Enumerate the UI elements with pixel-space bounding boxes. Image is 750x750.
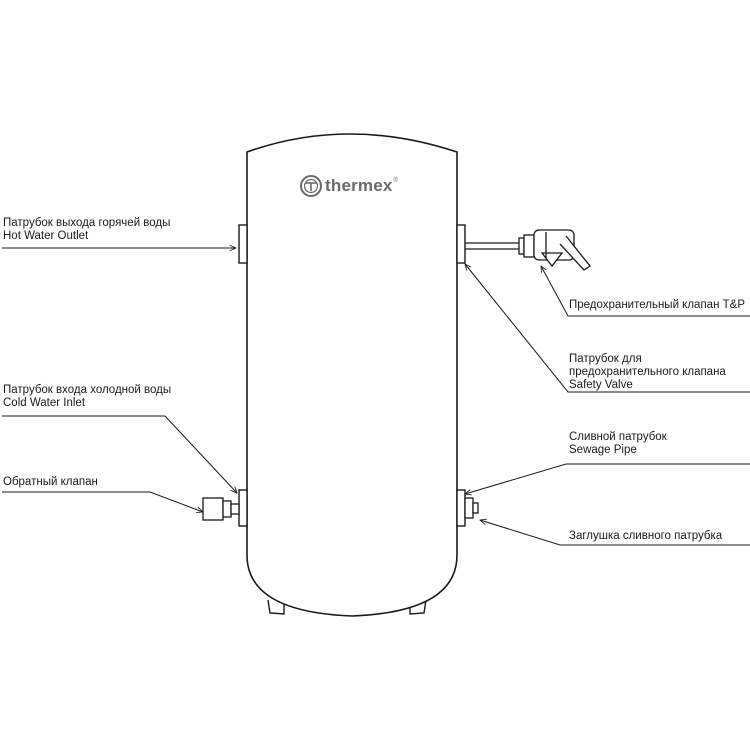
thermex-logo-icon	[300, 175, 322, 197]
safety-valve-pipe	[456, 224, 466, 264]
label-sewage-pipe-ru: Сливной патрубок	[569, 431, 667, 443]
label-sewage-plug: Заглушка сливного патрубка	[569, 530, 722, 543]
label-check-valve: Обратный клапан	[3, 476, 98, 489]
leader-sewage-plug	[480, 520, 750, 546]
label-safety-valve-pipe: Патрубок для предохранительного клапана …	[569, 353, 726, 392]
hot-water-outlet-pipe	[238, 224, 248, 264]
label-safety-valve-ru-2: предохранительного клапана	[569, 366, 726, 378]
label-cold-water-inlet-en: Cold Water Inlet	[3, 397, 86, 409]
sewage-plug-icon	[464, 497, 479, 519]
label-hot-water-outlet: Патрубок выхода горячей воды Hot Water O…	[3, 217, 170, 243]
label-tp-valve: Предохранительный клапан T&P	[569, 299, 745, 312]
label-sewage-pipe: Сливной патрубок Sewage Pipe	[569, 431, 667, 457]
label-safety-valve-ru-1: Патрубок для	[569, 353, 642, 365]
leader-tp-valve	[541, 266, 750, 317]
cold-water-inlet-pipe	[238, 489, 248, 527]
label-sewage-plug-ru: Заглушка сливного патрубка	[569, 530, 723, 542]
leader-sewage-pipe	[465, 463, 750, 494]
label-hot-water-outlet-ru: Патрубок выхода горячей воды	[3, 217, 171, 229]
leader-cold-water-inlet	[2, 415, 237, 493]
tp-valve-icon	[465, 229, 591, 271]
leader-safety-valve	[465, 264, 750, 393]
label-sewage-pipe-en: Sewage Pipe	[569, 444, 637, 456]
label-safety-valve-en: Safety Valve	[569, 379, 633, 391]
check-valve-icon	[202, 497, 240, 521]
tank-body	[246, 133, 458, 617]
label-tp-valve-ru: Предохранительный клапан T&P	[569, 299, 745, 311]
brand-registered-mark: ®	[393, 178, 398, 184]
brand-logo: thermex ®	[300, 175, 398, 197]
label-cold-water-inlet-ru: Патрубок входа холодной воды	[3, 384, 172, 396]
label-check-valve-ru: Обратный клапан	[3, 476, 98, 488]
brand-name: thermex	[325, 176, 393, 195]
sewage-pipe	[456, 489, 466, 527]
label-hot-water-outlet-en: Hot Water Outlet	[3, 230, 89, 242]
leader-check-valve	[2, 491, 203, 512]
label-cold-water-inlet: Патрубок входа холодной воды Cold Water …	[3, 384, 171, 410]
